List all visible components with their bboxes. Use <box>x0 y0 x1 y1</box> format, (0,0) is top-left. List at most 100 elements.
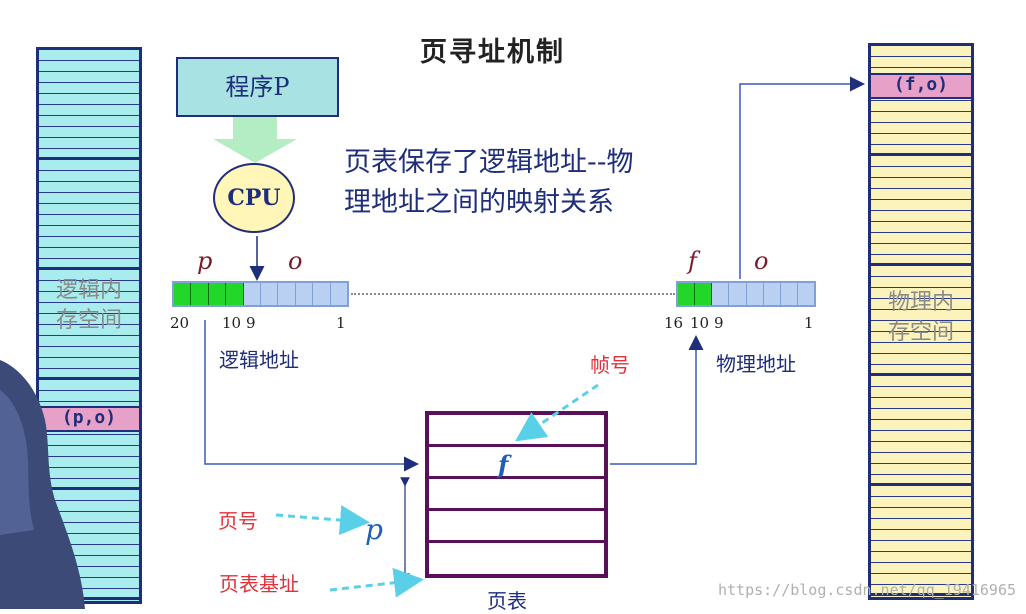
memory-row <box>871 365 971 376</box>
memory-row <box>39 567 139 578</box>
memory-row <box>871 409 971 420</box>
physical-bit-16: 16 <box>664 314 684 332</box>
memory-row <box>871 453 971 464</box>
physical-memory-column <box>868 43 974 600</box>
page-number-pointer <box>275 505 370 536</box>
logical-bit-9: 9 <box>246 314 256 332</box>
memory-row <box>871 145 971 156</box>
page-table-row <box>429 447 604 479</box>
logical-address-register <box>172 281 349 307</box>
physical-memory-label: 物理内 存空间 <box>887 290 954 345</box>
memory-row <box>871 387 971 398</box>
cpu-label: CPU <box>227 185 281 211</box>
memory-row <box>871 46 971 57</box>
register-dotted-line <box>351 293 675 295</box>
memory-row <box>39 556 139 567</box>
memory-row <box>871 266 971 277</box>
memory-row <box>39 61 139 72</box>
memory-row <box>39 369 139 380</box>
logical-memory-entry: (p,o) <box>39 406 139 432</box>
memory-row <box>871 442 971 453</box>
memory-row <box>39 314 139 325</box>
frame-number-label: 帧号 <box>590 353 630 377</box>
memory-row <box>39 116 139 127</box>
program-to-cpu-arrow <box>213 117 297 163</box>
physical-memory-entry: (f,o) <box>871 73 971 99</box>
frame-to-address-arrow <box>610 335 704 465</box>
memory-row <box>39 578 139 589</box>
logical-address-label: 逻辑地址 <box>219 348 299 372</box>
page-number-label: 页号 <box>218 509 258 533</box>
memory-row <box>871 189 971 200</box>
memory-row <box>871 541 971 552</box>
memory-row <box>871 178 971 189</box>
physical-address-register <box>676 281 816 307</box>
memory-row <box>871 508 971 519</box>
watermark-text: https://blog.csdn.net/qq_19416965 <box>717 581 1016 599</box>
memory-row <box>871 90 971 101</box>
memory-row <box>871 57 971 68</box>
memory-row <box>871 486 971 497</box>
memory-row <box>39 149 139 160</box>
memory-row <box>871 233 971 244</box>
memory-row <box>39 259 139 270</box>
memory-row <box>39 138 139 149</box>
memory-row <box>39 358 139 369</box>
memory-row <box>39 501 139 512</box>
program-box: 程序P <box>176 57 339 117</box>
memory-row <box>39 94 139 105</box>
memory-row <box>39 512 139 523</box>
memory-row <box>871 200 971 211</box>
logical-bit-1: 1 <box>336 314 346 332</box>
memory-row <box>871 321 971 332</box>
program-label: 程序P <box>225 73 290 101</box>
memory-row <box>39 248 139 259</box>
page-table-base-label: 页表基址 <box>219 572 299 596</box>
physical-frame-var: f <box>688 247 697 275</box>
physical-bit-9: 9 <box>714 314 724 332</box>
logical-memory-label: 逻辑内 存空间 <box>55 278 122 333</box>
memory-row <box>871 244 971 255</box>
memory-row <box>871 585 971 596</box>
memory-row <box>39 215 139 226</box>
address-to-memory-arrow <box>739 76 865 279</box>
memory-row <box>871 211 971 222</box>
memory-row <box>39 182 139 193</box>
memory-row <box>39 292 139 303</box>
memory-row <box>871 354 971 365</box>
memory-row <box>871 222 971 233</box>
memory-row <box>871 574 971 585</box>
frame-number-pointer <box>515 383 599 442</box>
page-number-lookup-arrow <box>204 320 419 472</box>
memory-row <box>39 171 139 182</box>
memory-row <box>39 479 139 490</box>
physical-address-label: 物理地址 <box>716 352 796 376</box>
memory-row <box>871 310 971 321</box>
memory-row <box>39 523 139 534</box>
memory-row <box>871 563 971 574</box>
memory-row <box>39 226 139 237</box>
memory-row <box>39 325 139 336</box>
memory-row <box>871 475 971 486</box>
memory-row <box>871 530 971 541</box>
memory-row <box>871 299 971 310</box>
presenter-image <box>0 360 85 609</box>
memory-row <box>871 156 971 167</box>
memory-row <box>871 431 971 442</box>
memory-row <box>39 127 139 138</box>
memory-row <box>39 270 139 281</box>
memory-row <box>39 446 139 457</box>
memory-row <box>39 303 139 314</box>
memory-row <box>39 336 139 347</box>
memory-row <box>39 424 139 435</box>
memory-row <box>39 105 139 116</box>
memory-row <box>39 490 139 501</box>
memory-row <box>871 277 971 288</box>
page-table-row <box>429 511 604 543</box>
logical-bit-10: 10 <box>222 314 242 332</box>
memory-row <box>871 519 971 530</box>
memory-row <box>871 112 971 123</box>
memory-row <box>871 167 971 178</box>
memory-row <box>871 123 971 134</box>
